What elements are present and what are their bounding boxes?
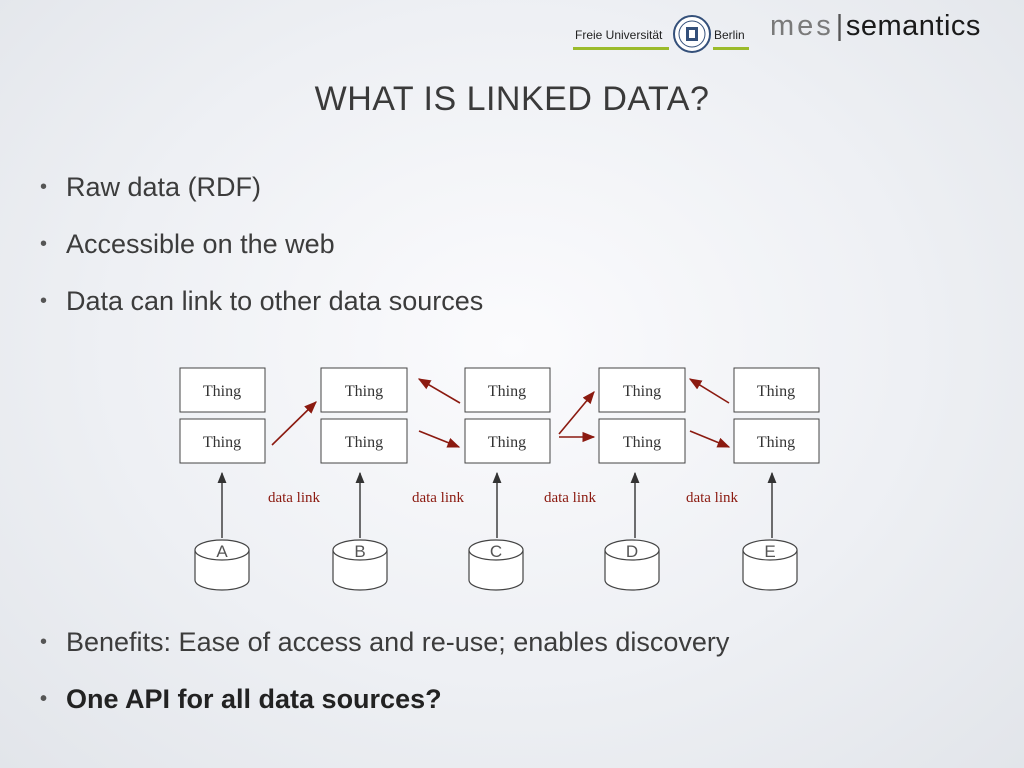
bullet-text: Accessible on the web <box>66 229 335 259</box>
fu-logo-text-right: Berlin <box>714 28 745 42</box>
thing-label: Thing <box>488 383 526 400</box>
bullet-text: Data can link to other data sources <box>66 286 484 316</box>
bullet-item: • Raw data (RDF) <box>40 172 261 203</box>
data-link-label: data link <box>686 490 739 506</box>
brand-suffix: semantics <box>845 10 981 42</box>
thing-box <box>179 418 266 464</box>
data-link-label: data link <box>268 490 321 506</box>
database-cylinder-icon: A <box>194 539 250 591</box>
data-link-label: data link <box>412 490 465 506</box>
thing-box <box>464 418 551 464</box>
bullet-dot: • <box>40 290 48 312</box>
bullet-item: • One API for all data sources? <box>40 684 442 715</box>
bullet-dot: • <box>40 688 48 710</box>
thing-label: Thing <box>203 383 241 400</box>
bullet-text: Benefits: Ease of access and re-use; ena… <box>66 627 730 657</box>
university-seal-icon <box>673 15 711 53</box>
database-cylinder-icon: D <box>604 539 660 591</box>
bullet-item: • Benefits: Ease of access and re-use; en… <box>40 627 729 658</box>
data-link-arrow <box>558 391 595 435</box>
fu-berlin-logo: Freie Universität Berlin <box>573 12 753 56</box>
thing-label: Thing <box>757 383 795 400</box>
bullet-dot: • <box>40 176 48 198</box>
database-label: D <box>626 542 638 561</box>
database-label: C <box>490 542 502 561</box>
thing-box <box>598 418 686 464</box>
data-link-arrow <box>689 430 731 448</box>
thing-label: Thing <box>488 434 526 451</box>
thing-label: Thing <box>623 383 661 400</box>
data-link-label: data link <box>544 490 597 506</box>
bullet-text: One API for all data sources? <box>66 684 442 714</box>
thing-label: Thing <box>345 383 383 400</box>
bullet-text: Raw data (RDF) <box>66 172 262 202</box>
thing-label: Thing <box>623 434 661 451</box>
data-link-arrow <box>417 378 461 404</box>
fu-logo-rule-left <box>573 47 669 50</box>
data-link-arrow <box>418 430 461 448</box>
bullet-item: • Data can link to other data sources <box>40 286 483 317</box>
thing-box <box>464 367 551 413</box>
database-cylinder-icon: C <box>468 539 524 591</box>
thing-box <box>320 418 408 464</box>
bullet-dot: • <box>40 631 48 653</box>
fu-logo-text-left: Freie Universität <box>575 28 663 42</box>
thing-box <box>320 367 408 413</box>
mes-semantics-logo: mes|semantics <box>770 10 981 43</box>
brand-separator: | <box>835 10 844 42</box>
thing-label: Thing <box>345 434 383 451</box>
database-cylinder-icon: E <box>742 539 798 591</box>
bullet-item: • Accessible on the web <box>40 229 335 260</box>
thing-box <box>598 367 686 413</box>
brand-prefix: mes <box>770 10 834 42</box>
database-label: A <box>216 542 228 561</box>
bullet-dot: • <box>40 233 48 255</box>
thing-box <box>733 367 820 413</box>
data-link-arrow <box>688 378 730 404</box>
fu-logo-rule-right <box>713 47 749 50</box>
slide-title: WHAT IS LINKED DATA? <box>314 80 710 118</box>
thing-box <box>733 418 820 464</box>
database-cylinder-icon: B <box>332 539 388 591</box>
thing-label: Thing <box>757 434 795 451</box>
database-label: E <box>764 542 775 561</box>
thing-label: Thing <box>203 434 241 451</box>
data-link-arrow <box>271 401 317 446</box>
database-label: B <box>354 542 365 561</box>
thing-box <box>179 367 266 413</box>
